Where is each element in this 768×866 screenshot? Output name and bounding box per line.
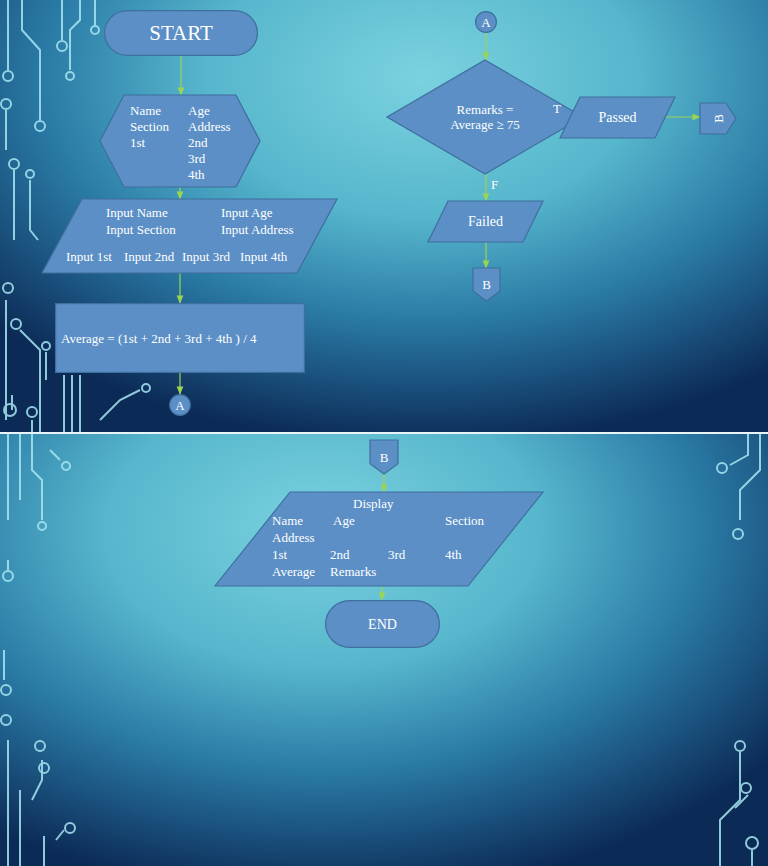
process-box: Average = (1st + 2nd + 3rd + 4th ) / 4 [55,303,305,373]
node-text: Input 3rd [182,249,230,264]
node-text: Average = (1st + 2nd + 3rd + 4th ) / 4 [61,331,257,346]
output-parallelogram: Failed [428,201,543,242]
node-text: 3rd [388,547,405,562]
flow-arrow [383,474,384,492]
flow-arrow [485,33,486,60]
node-text: Average [272,564,315,579]
flow-arrow [381,586,382,600]
node-text: Name [130,103,161,118]
node-text: A [175,398,184,413]
node-text: Address [188,119,231,134]
branch-label: F [491,177,498,192]
node-text: Input Address [221,222,294,237]
flow-arrow [485,174,486,201]
flow-arrow [665,116,700,117]
preparation-hexagon: Name AgeSection Address 1st 2nd3rd4th [100,95,260,187]
output-parallelogram: Passed [560,97,675,138]
node-text: Age [333,513,355,528]
node-text: 2nd [330,547,350,562]
node-text: Age [188,103,210,118]
node-text: B [482,277,491,292]
flow-arrow [180,56,181,95]
node-text: 4th [445,547,462,562]
display-parallelogram: DisplayName Age SectionAddress 1st 2nd 3rd 4th… [215,492,543,586]
decision-diamond: Remarks = Average ≥ 75 [387,60,583,174]
node-text: B [380,450,389,465]
node-text: Remarks = Average ≥ 75 [439,102,531,132]
node-text: 3rd [188,151,205,166]
flow-arrow [179,273,180,303]
terminator: END [325,600,440,648]
node-text: Address [272,530,315,545]
node-text: Passed [598,109,636,126]
node-text: END [368,616,397,633]
node-text: 1st [272,547,287,562]
connector-circle: A [475,11,497,33]
offpage-connector: B [370,440,398,474]
node-text: Section [445,513,484,528]
node-text: START [149,21,213,45]
offpage-connector: B [473,268,500,301]
node-text: Section [130,119,169,134]
branch-label: T [553,101,561,116]
preparation-hexagon-outline [100,95,260,187]
node-text: 1st [130,135,145,150]
flow-arrow [485,242,486,268]
node-text: Name [272,513,303,528]
input-parallelogram: Input Name Input AgeInput Section Input Ad… [42,199,337,273]
node-text: Input 2nd [124,249,174,264]
node-text: Input Section [106,222,176,237]
flow-arrow [179,187,180,199]
node-text: Input Name [106,205,168,220]
terminator: START [104,10,258,56]
node-text: A [481,15,490,30]
node-text: Remarks [330,564,376,579]
node-text: 4th [188,167,205,182]
node-text: Failed [468,213,503,230]
flow-arrow [179,373,180,394]
offpage-connector: B [700,103,736,134]
node-text: Input Age [221,205,273,220]
node-text: B [710,114,725,123]
node-text: 2nd [188,135,208,150]
node-text: Input 4th [240,249,287,264]
node-text: Display [353,496,393,511]
connector-circle: A [169,394,191,416]
node-text: Input 1st [66,249,112,264]
